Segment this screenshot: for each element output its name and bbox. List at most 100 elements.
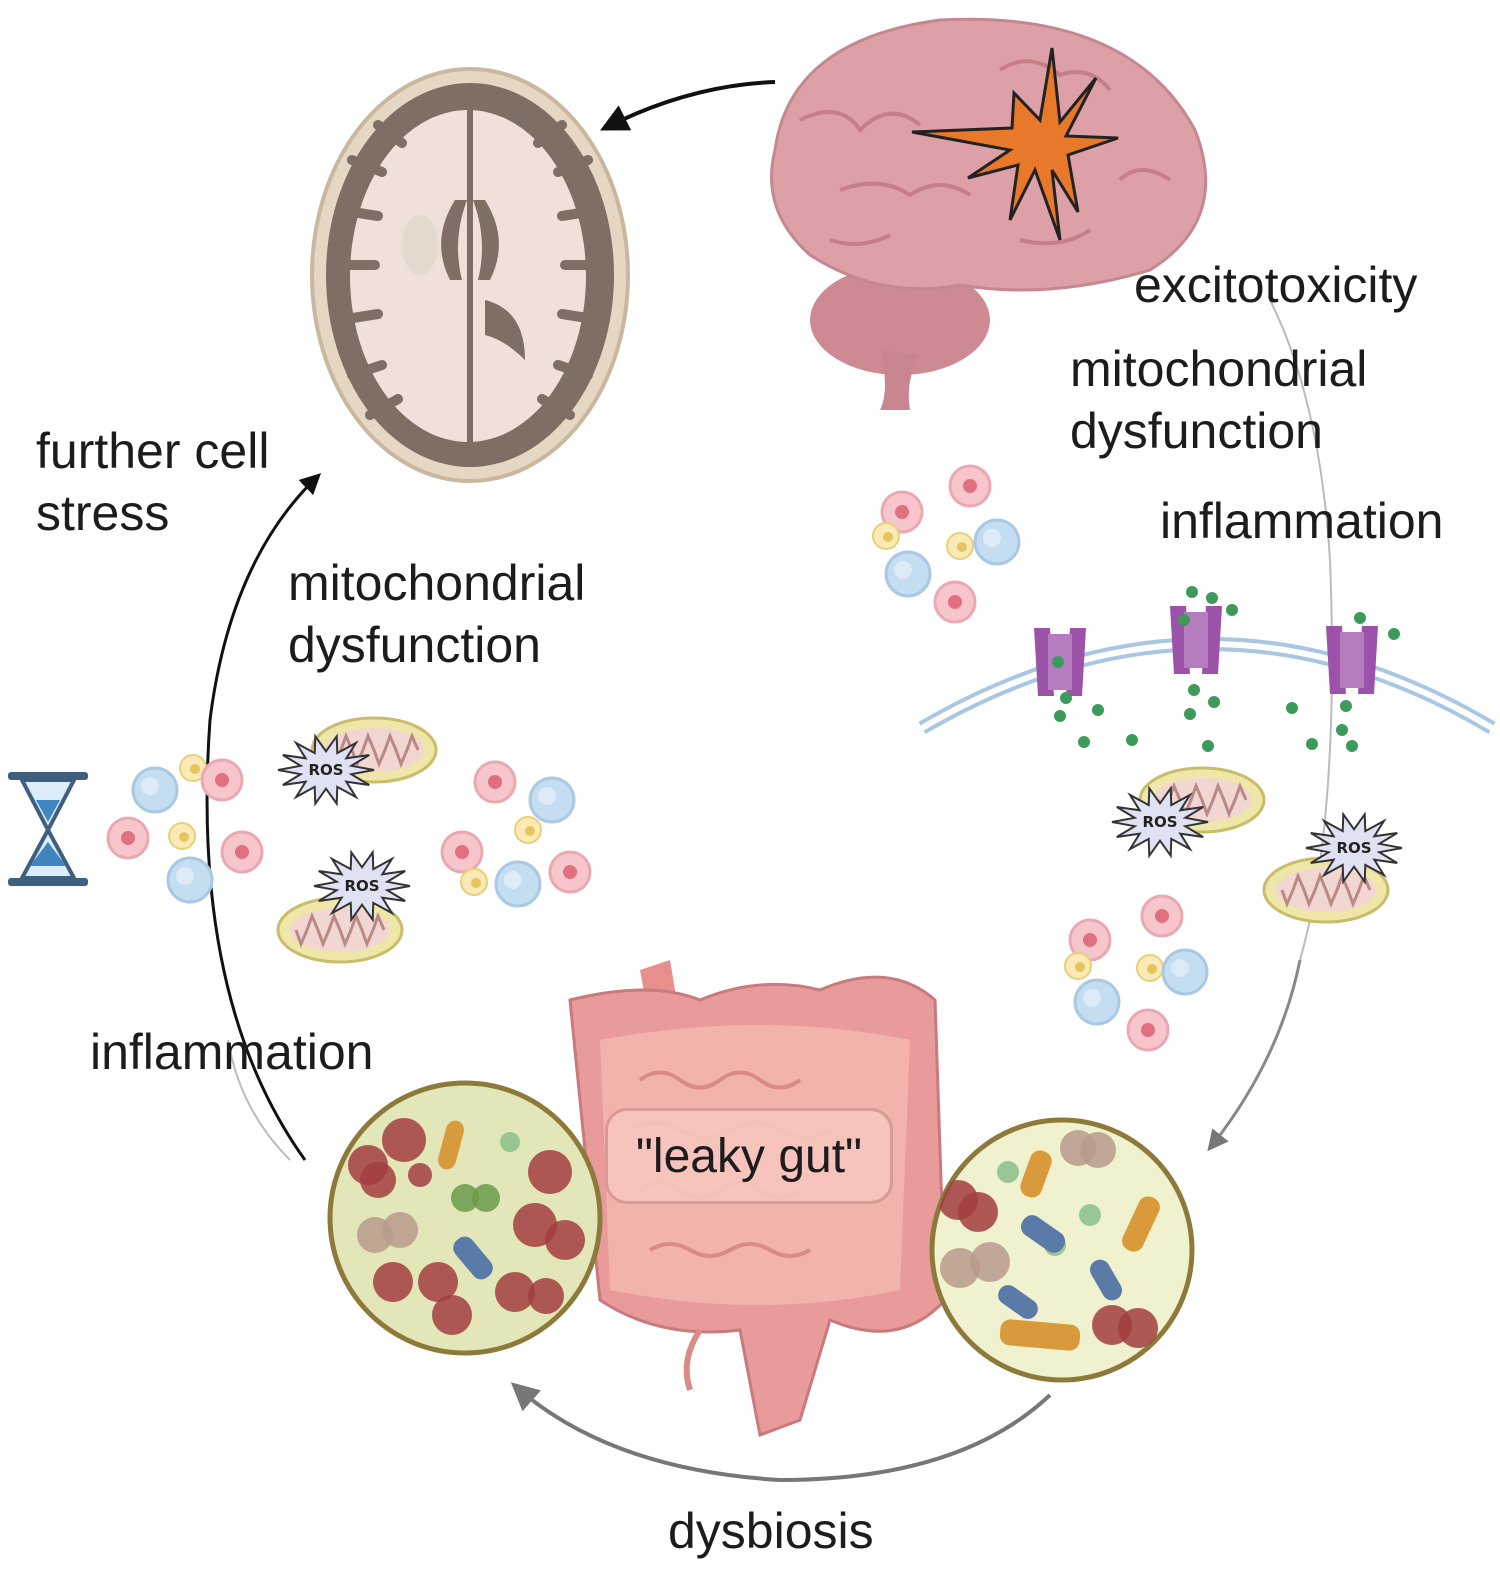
leaky-gut-label: "leaky gut" <box>605 1108 893 1204</box>
bacteria-icon <box>1079 1204 1101 1226</box>
bacteria-icon <box>1118 1308 1158 1348</box>
bacteria-icon <box>360 1162 396 1198</box>
ros-burst-icon: ROS <box>313 849 411 923</box>
svg-text:ROS: ROS <box>344 877 379 895</box>
immune-cells <box>106 464 1209 1052</box>
immune-cell-icon <box>473 760 517 804</box>
ros-burst-icon: ROS <box>277 733 375 807</box>
glutamate-dot <box>1208 696 1220 708</box>
glutamate-dot <box>1186 586 1198 598</box>
glutamate-dot <box>1126 734 1138 746</box>
immune-cell-icon <box>168 822 196 850</box>
bacteria-icon <box>438 1120 464 1170</box>
membrane-channel-icon <box>1034 628 1086 696</box>
immune-cell-icon <box>880 490 924 534</box>
right-mito-label-1: mitochondrial <box>1070 341 1368 397</box>
membrane-channel-icon <box>1326 626 1378 694</box>
immune-cell-icon <box>1064 952 1092 980</box>
glutamate-dot <box>1346 740 1358 752</box>
glutamate-dot <box>1188 684 1200 696</box>
bacteria-icon <box>495 1272 535 1312</box>
ros-burst-icon: ROS <box>1305 811 1403 885</box>
svg-text:ROS: ROS <box>1336 839 1371 857</box>
immune-cell-icon <box>460 868 488 896</box>
glutamate-dot <box>1206 592 1218 604</box>
bacteria-icon <box>997 1161 1019 1183</box>
further-cell-stress-label-1: further cell <box>36 423 270 479</box>
bacteria-icon <box>451 1184 479 1212</box>
mitochondria: ROS ROS ROS ROS <box>276 716 1403 964</box>
brain-icon <box>770 17 1208 410</box>
glutamate-dot <box>1078 736 1090 748</box>
bacteria-icon <box>1122 1196 1160 1252</box>
glutamate-dot <box>1060 692 1072 704</box>
membrane-channels <box>1034 586 1400 752</box>
immune-cell-icon <box>548 850 592 894</box>
glutamate-dot <box>1226 604 1238 616</box>
hourglass-icon <box>8 772 88 886</box>
immune-cell-icon <box>1073 978 1121 1026</box>
gut-circle-left <box>327 1080 603 1356</box>
immune-cell-icon <box>946 532 974 560</box>
bacteria-icon <box>500 1132 520 1152</box>
bacteria-icon <box>998 1285 1038 1319</box>
svg-text:ROS: ROS <box>1142 813 1177 831</box>
gut-circle-right <box>929 1117 1195 1383</box>
bacteria-icon <box>999 1319 1081 1351</box>
immune-cell-icon <box>933 580 977 624</box>
bacteria-icon <box>373 1262 413 1302</box>
immune-cell-icon <box>1161 948 1209 996</box>
glutamate-dot <box>1336 724 1348 736</box>
glutamate-dot <box>1184 708 1196 720</box>
immune-cell-icon <box>220 830 264 874</box>
glutamate-dot <box>1286 702 1298 714</box>
bacteria-icon <box>453 1236 493 1280</box>
bacteria-icon <box>1020 1215 1066 1253</box>
immune-cell-icon <box>131 766 179 814</box>
arrow-left-up <box>205 473 322 1161</box>
bacteria-icon <box>382 1212 418 1248</box>
bacteria-icon <box>382 1118 426 1162</box>
glutamate-dot <box>1054 710 1066 722</box>
ros-burst-icon: ROS <box>1111 785 1209 859</box>
bacteria-icon <box>1090 1259 1122 1301</box>
immune-cell-icon <box>973 518 1021 566</box>
glutamate-dot <box>1354 612 1366 624</box>
mitochondrion-icon <box>1262 856 1390 924</box>
bacteria-icon <box>958 1192 998 1232</box>
arrow-to-section <box>600 80 776 131</box>
immune-cell-icon <box>166 856 214 904</box>
membrane-channel-icon <box>1170 606 1222 674</box>
bacteria-icon <box>408 1163 432 1187</box>
glutamate-dot <box>1340 700 1352 712</box>
bacteria-icon <box>528 1278 564 1314</box>
immune-cell-icon <box>494 860 542 908</box>
excitotoxic-star-icon <box>911 47 1119 241</box>
glutamate-dot <box>1092 704 1104 716</box>
excitotoxicity-label: excitotoxicity <box>1134 257 1418 313</box>
arrow-bottom <box>510 1382 1052 1483</box>
immune-cell-icon <box>514 816 542 844</box>
thin-left-lower <box>227 1039 291 1161</box>
left-mito-label-2: dysfunction <box>288 617 541 673</box>
further-cell-stress-label-2: stress <box>36 485 170 541</box>
dysbiosis-label: dysbiosis <box>668 1503 874 1559</box>
bacteria-icon <box>1060 1130 1096 1166</box>
svg-text:ROS: ROS <box>308 761 343 779</box>
immune-cell-icon <box>106 816 150 860</box>
bacteria-icon <box>528 1150 572 1194</box>
immune-cell-icon <box>200 758 244 802</box>
arrow-right-down <box>1207 959 1302 1152</box>
glutamate-dot <box>1052 656 1064 668</box>
glutamate-dot <box>1388 628 1400 640</box>
bacteria-icon <box>545 1220 585 1260</box>
glutamate-dot <box>1178 614 1190 626</box>
immune-cell-icon <box>872 522 900 550</box>
immune-cell-icon <box>1126 1008 1170 1052</box>
right-mito-label-2: dysfunction <box>1070 403 1323 459</box>
right-inflammation-label: inflammation <box>1160 493 1444 549</box>
bacteria-icon <box>1020 1150 1052 1198</box>
bacteria-icon <box>432 1295 472 1335</box>
